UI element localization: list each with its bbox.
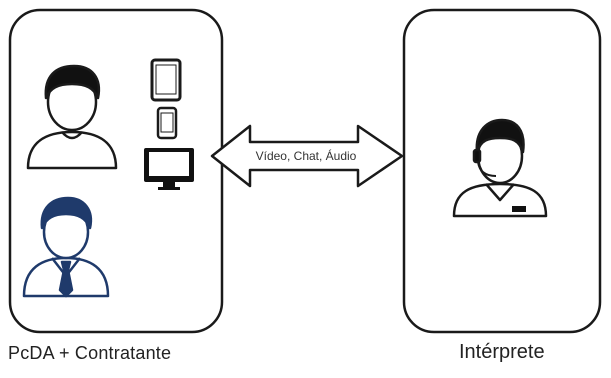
connector-label: Vídeo, Chat, Áudio — [256, 148, 357, 163]
contractor-icon — [22, 196, 110, 298]
user-icon — [26, 64, 118, 170]
right-panel-label: Intérprete — [459, 341, 545, 363]
tablet-icon — [150, 58, 182, 102]
left-panel-label: PcDA + Contratante — [8, 343, 172, 363]
desktop-monitor-icon — [144, 148, 194, 190]
interpreter-headset-icon — [452, 118, 548, 218]
connector-arrow: Vídeo, Chat, Áudio — [210, 124, 404, 188]
smartphone-icon — [156, 106, 178, 140]
